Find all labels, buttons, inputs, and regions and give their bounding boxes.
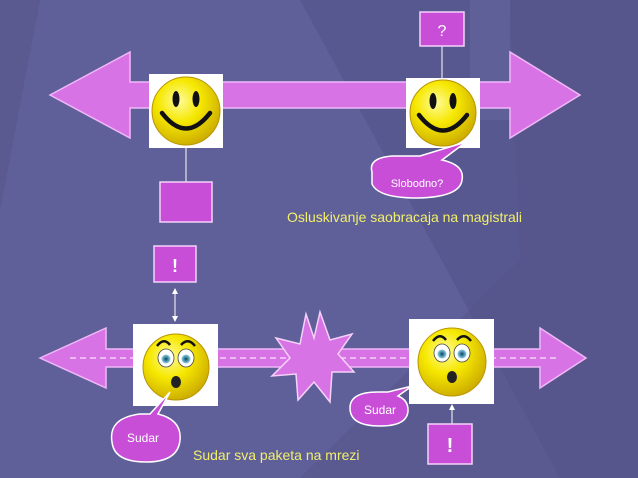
speech-sudar-right-text: Sudar bbox=[364, 403, 396, 417]
caption-top: Osluskivanje saobracaja na magistrali bbox=[287, 209, 522, 225]
bottom-exclaim-label: ! bbox=[447, 435, 454, 457]
speech-bubble-free: Slobodno? bbox=[370, 141, 467, 199]
happy-face-icon bbox=[149, 74, 223, 148]
speech-bubble-collision-right: Sudar bbox=[349, 385, 413, 427]
bottom-exclaim-box: ! bbox=[427, 423, 473, 465]
happy-face-icon bbox=[406, 78, 480, 148]
middle-exclaim-box: ! bbox=[153, 245, 197, 283]
speech-bubble-collision-left: Sudar bbox=[110, 391, 181, 463]
caption-bottom: Sudar sva paketa na mrezi bbox=[193, 447, 360, 463]
middle-exclaim-label: ! bbox=[172, 256, 178, 276]
top-question-label: ? bbox=[438, 23, 447, 40]
speech-free-text: Slobodno? bbox=[391, 178, 444, 190]
middle-connector-arrow bbox=[172, 288, 178, 322]
top-left-station-box bbox=[159, 181, 213, 223]
bottom-connector-arrow bbox=[449, 404, 455, 424]
collision-burst-icon bbox=[270, 309, 356, 404]
worried-face-icon bbox=[409, 319, 494, 404]
worried-face-icon bbox=[133, 324, 218, 406]
top-bus bbox=[48, 50, 582, 140]
top-question-box: ? bbox=[419, 11, 465, 47]
speech-sudar-left-text: Sudar bbox=[127, 431, 159, 445]
